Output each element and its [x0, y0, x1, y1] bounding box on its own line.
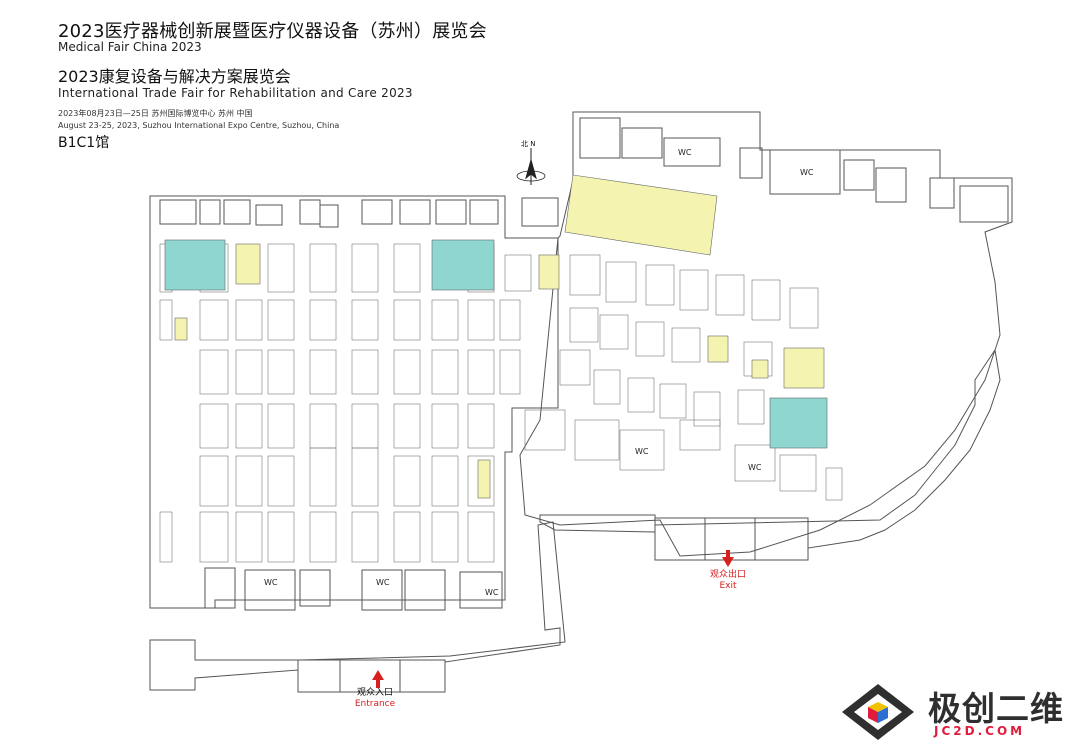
exit-corridor [539, 348, 1001, 561]
service-block [663, 137, 721, 167]
watermark-text-en: JC2D.COM [934, 724, 1026, 738]
booth-teal [164, 239, 226, 291]
service-block [521, 197, 559, 227]
service-block [843, 159, 875, 191]
service-block [255, 204, 283, 226]
booth-teal [769, 397, 828, 449]
hall-label: B1C1馆 [58, 135, 110, 151]
title-en: Medical Fair China 2023 [58, 40, 202, 54]
service-block [579, 117, 621, 159]
exit-label: 观众出口 Exit [678, 570, 778, 592]
service-block [404, 569, 446, 611]
service-block [769, 149, 841, 195]
service-block [199, 199, 221, 225]
compass-icon [516, 148, 546, 185]
restroom-label: WC [376, 578, 390, 587]
entrance-label: 观众入口 Entrance [320, 688, 430, 710]
restroom-label: WC [748, 463, 762, 472]
service-block [299, 569, 331, 607]
feature-booths [164, 174, 828, 499]
restroom-label: WC [800, 168, 814, 177]
service-block [361, 569, 403, 611]
restroom-label: WC [635, 447, 649, 456]
service-block [159, 199, 197, 225]
service-block [459, 571, 503, 609]
service-block [204, 567, 236, 609]
booth-yellow [707, 335, 729, 363]
booth-yellow [174, 317, 188, 341]
entrance-arrow-icon [372, 670, 384, 688]
service-block [319, 204, 339, 228]
service-block [361, 199, 393, 225]
service-block [929, 177, 955, 209]
service-block [435, 199, 467, 225]
booth-grid-east [524, 254, 843, 501]
entrance-label-en: Entrance [354, 699, 396, 709]
entrance-label-cn: 观众入口 [356, 688, 393, 698]
booth-yellow [235, 243, 261, 285]
service-block [399, 199, 431, 225]
service-block [299, 199, 321, 225]
subtitle-cn: 2023康复设备与解决方案展览会 [58, 67, 291, 86]
entrance-corridor [149, 521, 566, 693]
booth-teal [431, 239, 495, 291]
booth-yellow [783, 347, 825, 389]
exit-label-en: Exit [719, 581, 737, 591]
service-block [621, 127, 663, 159]
booth-yellow [477, 459, 491, 499]
restroom-label: WC [264, 578, 278, 587]
booth-yellow-large [564, 174, 718, 256]
compass-label: 北 N [521, 140, 536, 148]
booth-grid-west [159, 243, 532, 563]
service-block [469, 199, 499, 225]
service-block [244, 569, 296, 611]
date-en: August 23-25, 2023, Suzhou International… [58, 121, 340, 130]
service-block [739, 147, 763, 179]
booth-yellow [751, 359, 769, 379]
date-cn: 2023年08月23日—25日 苏州国际博览中心 苏州 中国 [58, 109, 253, 118]
watermark-text-cn: 极创二维 [928, 689, 1064, 728]
entrance-gate [297, 659, 446, 693]
exit-label-cn: 观众出口 [709, 570, 746, 580]
service-block [875, 167, 907, 203]
booth-yellow [538, 254, 560, 290]
exit-arrow-icon [722, 550, 734, 567]
cube-logo-icon [842, 684, 914, 740]
restroom-label: WC [678, 148, 692, 157]
restroom-label: WC [485, 588, 499, 597]
watermark-logo: 极创二维 JC2D.COM [836, 680, 1072, 744]
service-block [959, 185, 1009, 223]
service-block [223, 199, 251, 225]
subtitle-en: International Trade Fair for Rehabilitat… [58, 86, 413, 100]
title-cn: 2023医疗器械创新展暨医疗仪器设备（苏州）展览会 [58, 21, 487, 42]
